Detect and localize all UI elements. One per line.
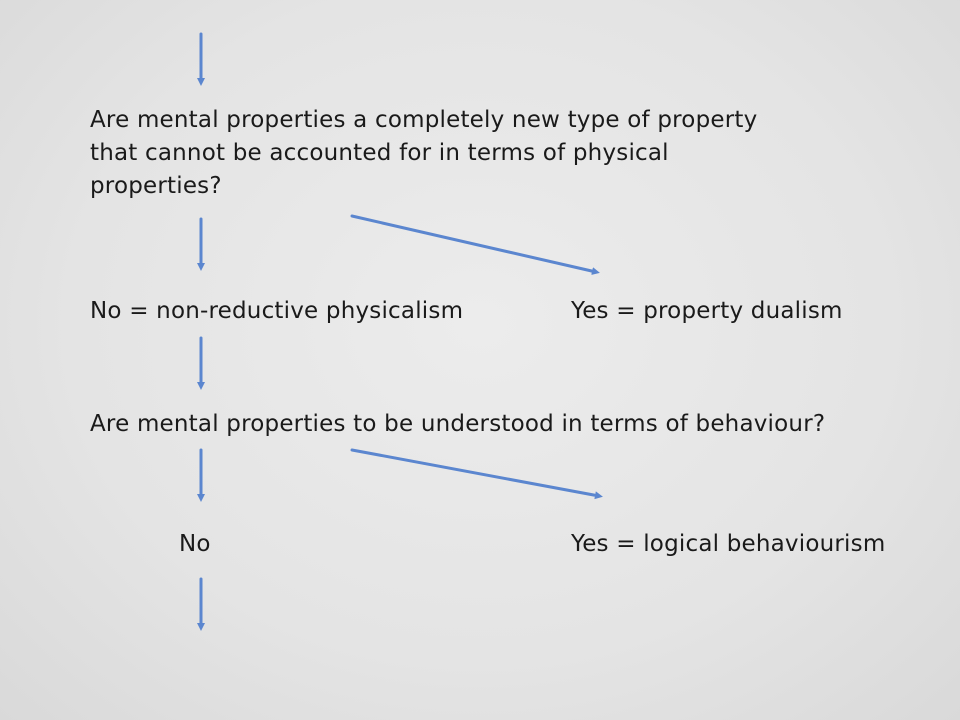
answer-yes-property-dualism: Yes = property dualism	[571, 298, 843, 324]
question1-line3: properties?	[90, 173, 222, 199]
answer-yes-logical-behaviourism: Yes = logical behaviourism	[571, 531, 886, 557]
diagonal-arrow-2	[350, 448, 603, 500]
question1-line2: that cannot be accounted for in terms of…	[90, 140, 669, 166]
answer-no-non-reductive-physicalism: No = non-reductive physicalism	[90, 298, 464, 324]
question-behaviour: Are mental properties to be understood i…	[90, 411, 826, 437]
answer-no: No	[179, 531, 211, 557]
question-mental-properties-new-type: Are mental properties a completely new t…	[90, 104, 870, 203]
diagonal-arrow-1	[350, 214, 600, 276]
question1-line1: Are mental properties a completely new t…	[90, 107, 758, 133]
